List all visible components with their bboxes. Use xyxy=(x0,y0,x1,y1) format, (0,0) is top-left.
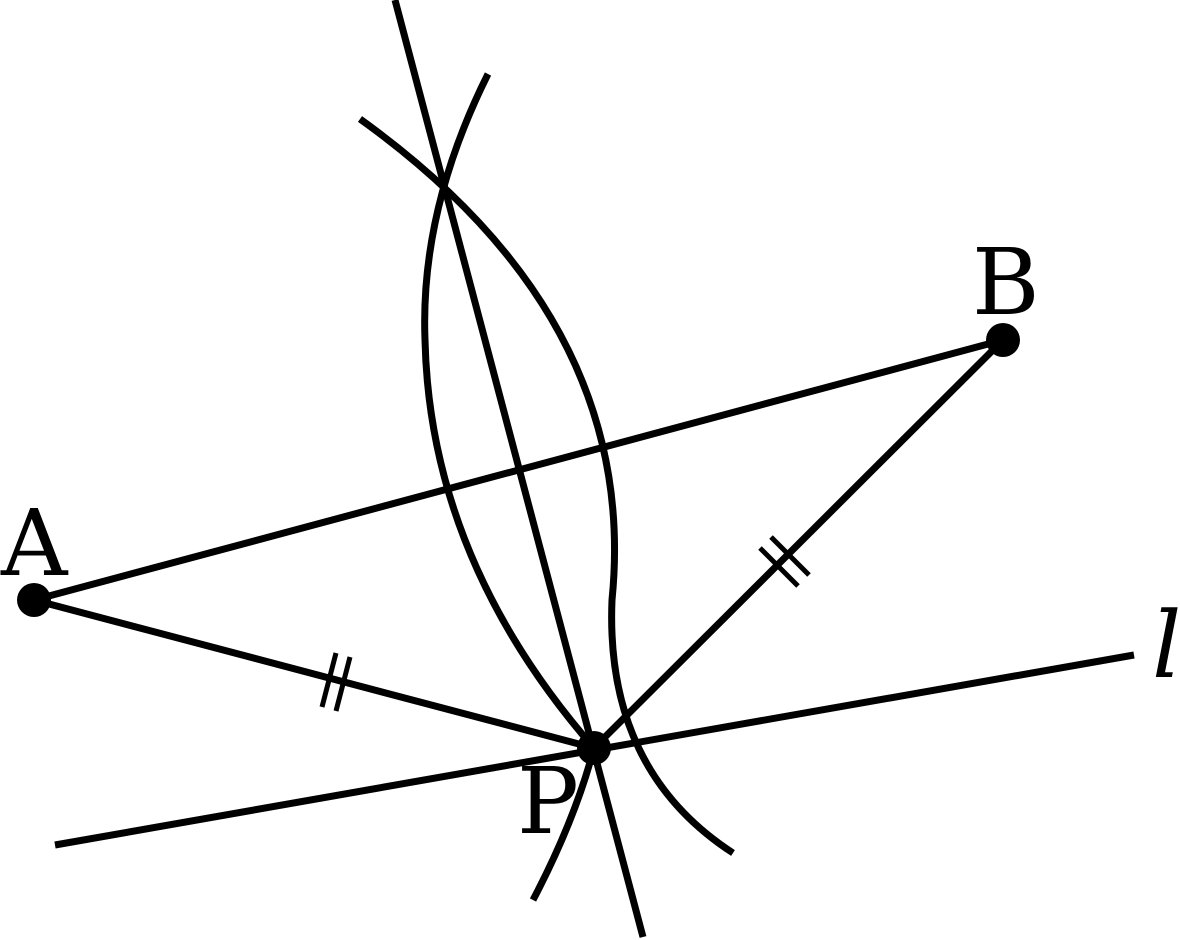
label-a: A xyxy=(0,490,69,597)
perpendicular-bisector xyxy=(391,0,647,938)
arc-centered-at-b xyxy=(421,72,598,902)
label-line-l: l xyxy=(1152,592,1180,699)
label-p: P xyxy=(517,748,579,855)
segment-ap xyxy=(33,596,595,752)
tick-marks-bp xyxy=(758,535,811,588)
point-b xyxy=(986,323,1020,357)
point-p xyxy=(577,731,611,765)
tick-marks-ap xyxy=(319,652,353,712)
segment-bp xyxy=(591,337,1006,751)
label-b: B xyxy=(972,229,1040,336)
arc-centered-at-a xyxy=(357,116,735,856)
point-a xyxy=(17,583,51,617)
